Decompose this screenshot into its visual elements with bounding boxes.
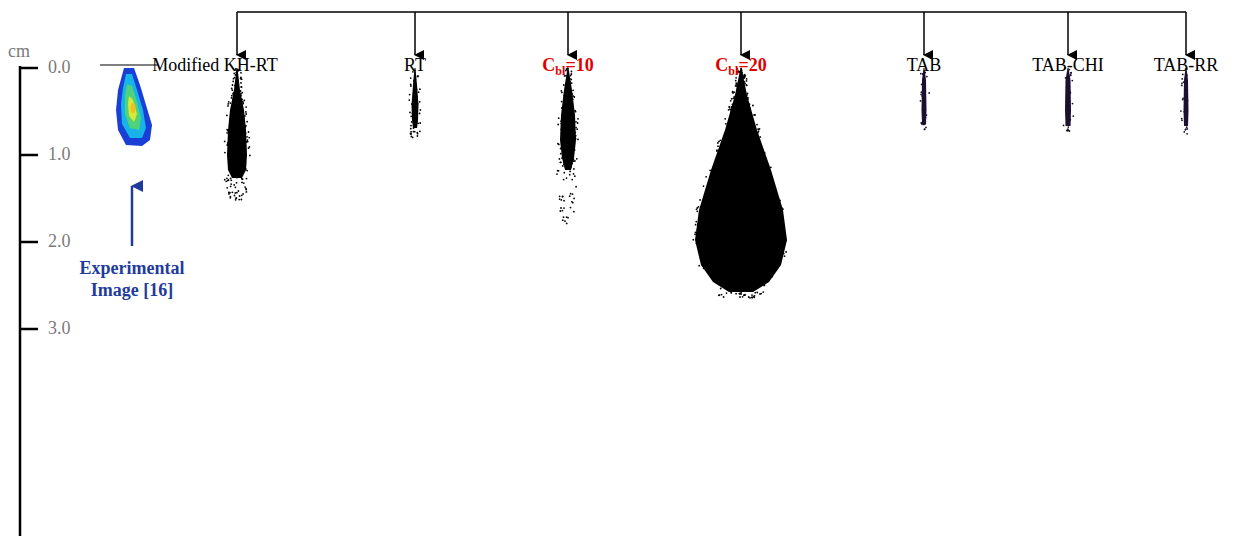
model-label: TAB [907, 56, 942, 76]
tick-label: 2.0 [48, 232, 71, 252]
model-label: RT [404, 56, 426, 76]
tick-label: 0.0 [48, 58, 71, 78]
tick-label: 1.0 [48, 145, 71, 165]
model-label: Modified KH-RT [152, 56, 277, 76]
model-label-part: =10 [565, 55, 593, 75]
bracket [237, 12, 1186, 55]
pointer-arrow [131, 186, 134, 246]
model-label: Cbl=10 [542, 56, 593, 78]
model-label-part: =20 [738, 55, 766, 75]
subscript: bl [728, 64, 738, 78]
unit-label: cm [8, 42, 30, 62]
experimental-spray-image [100, 65, 158, 146]
model-label-part: C [715, 55, 728, 75]
subscript: bl [555, 64, 565, 78]
tick-label: 3.0 [48, 319, 71, 339]
scale-bar [20, 66, 38, 536]
model-label-part: C [542, 55, 555, 75]
model-label: TAB-CHI [1032, 56, 1104, 76]
model-label: Cbl=20 [715, 56, 766, 78]
caption-label: Experimental Image [16] [73, 258, 191, 301]
simulated-sprays [224, 67, 1189, 298]
model-label: TAB-RR [1154, 56, 1219, 76]
